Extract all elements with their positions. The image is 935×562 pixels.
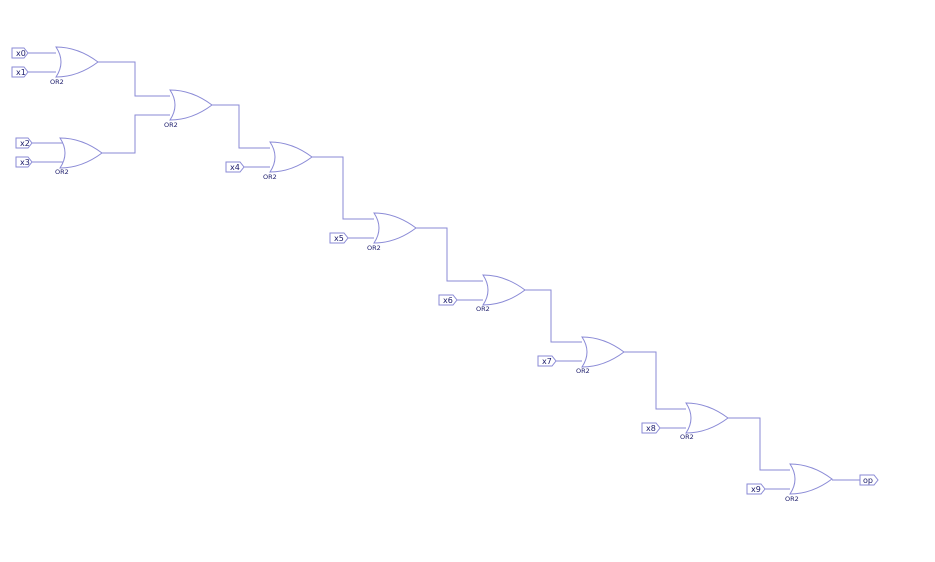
or-gate-3: OR2	[164, 89, 213, 129]
gate-label: OR2	[785, 495, 799, 503]
or-gate-symbol	[373, 212, 417, 244]
input-port-x6[interactable]: x6	[438, 294, 458, 306]
gate-label: OR2	[263, 173, 277, 181]
gate-label: OR2	[50, 78, 64, 86]
wire-g4-g5	[312, 156, 374, 220]
input-port-x7[interactable]: x7	[537, 355, 557, 367]
wire-g6-g7	[525, 289, 582, 343]
port-label: x2	[20, 139, 30, 148]
port-label: x3	[20, 158, 30, 167]
wire-g1-g3	[98, 61, 170, 97]
gate-label: OR2	[164, 121, 178, 129]
port-label: x6	[443, 296, 453, 305]
wires	[28, 52, 860, 490]
or-gate-symbol	[55, 46, 99, 78]
input-port-x9[interactable]: x9	[746, 483, 766, 495]
gate-label: OR2	[367, 244, 381, 252]
or-gate-5: OR2	[367, 212, 417, 252]
gate-label: OR2	[55, 168, 69, 176]
wire-g3-g4	[212, 104, 270, 149]
port-label: x8	[646, 424, 656, 433]
port-label: x1	[16, 68, 26, 77]
or-gate-symbol	[581, 336, 625, 368]
or-gate-symbol	[59, 137, 103, 169]
or-gate-2: OR2	[55, 137, 103, 176]
wire-g7-g8	[624, 351, 686, 410]
or-gate-6: OR2	[476, 274, 526, 313]
or-gate-8: OR2	[680, 402, 729, 441]
port-label: x9	[751, 485, 761, 494]
gate-label: OR2	[476, 305, 490, 313]
or-gate-1: OR2	[50, 46, 99, 86]
or-gate-9: OR2	[785, 463, 833, 503]
wire-g5-g6	[416, 227, 483, 282]
port-label: x4	[230, 163, 240, 172]
port-label: op	[863, 476, 873, 485]
or-gate-symbol	[685, 402, 729, 434]
or-gate-symbol	[269, 141, 313, 173]
or-gate-symbol	[169, 89, 213, 121]
input-port-x4[interactable]: x4	[225, 161, 245, 173]
input-port-x5[interactable]: x5	[329, 232, 349, 244]
gate-label: OR2	[576, 367, 590, 375]
or-gate-4: OR2	[263, 141, 313, 181]
input-port-x3[interactable]: x3	[15, 156, 33, 168]
wire-g2-g3	[102, 114, 170, 154]
input-port-x1[interactable]: x1	[11, 66, 29, 78]
or-gate-7: OR2	[576, 336, 625, 375]
input-port-x0[interactable]: x0	[11, 47, 29, 59]
port-label: x0	[16, 49, 26, 58]
or-gate-symbol	[789, 463, 833, 495]
input-port-x2[interactable]: x2	[15, 137, 33, 149]
input-port-x8[interactable]: x8	[641, 422, 661, 434]
port-label: x7	[542, 357, 552, 366]
gate-label: OR2	[680, 433, 694, 441]
wire-g8-g9	[728, 417, 790, 471]
or-gate-symbol	[482, 274, 526, 306]
output-port-op[interactable]: op	[859, 474, 879, 486]
port-label: x5	[334, 234, 344, 243]
